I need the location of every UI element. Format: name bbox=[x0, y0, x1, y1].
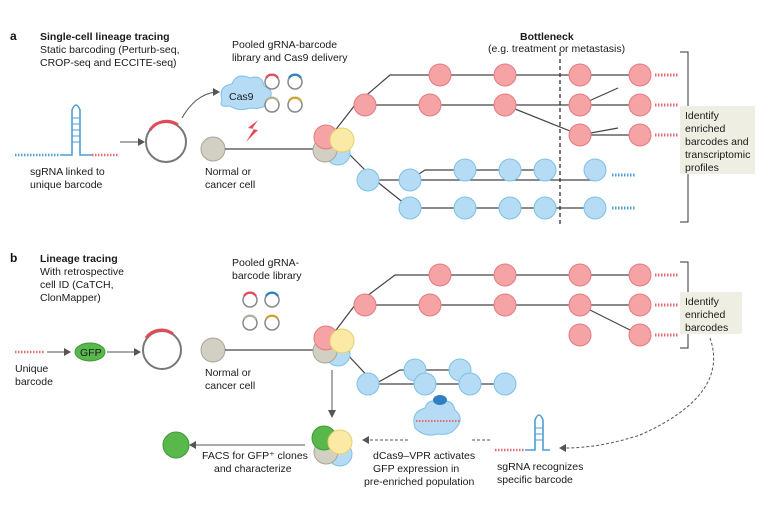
library-label-a-line2: library and Cas9 delivery bbox=[232, 52, 348, 64]
identify-b-line2: enriched bbox=[685, 309, 725, 321]
barcode-b-line2: barcode bbox=[15, 376, 53, 388]
barcode-b-line1: Unique bbox=[15, 363, 48, 375]
sgrna-b-line1: sgRNA recognizes bbox=[497, 461, 583, 473]
facs-line2: and characterize bbox=[214, 463, 292, 475]
panel-b-subtitle-line1: With retrospective bbox=[40, 266, 124, 278]
panel-b-subtitle-line3: ClonMapper) bbox=[40, 292, 101, 304]
plasmid-library-a bbox=[264, 73, 303, 113]
sgrna-label-line2: unique barcode bbox=[30, 179, 103, 191]
panel-a-subtitle-line2: CROP-seq and ECCITE-seq) bbox=[40, 57, 177, 69]
dcas-line1: dCas9–VPR activates bbox=[373, 450, 475, 462]
lineage-tree-a-branches bbox=[329, 74, 640, 209]
start-cell-a-label-line2: cancer cell bbox=[205, 179, 255, 191]
bottleneck-title: Bottleneck bbox=[520, 31, 574, 43]
dashed-arrow-identify-head bbox=[559, 444, 566, 452]
plasmid-library-b bbox=[242, 291, 280, 331]
identify-a-line4: transcriptomic bbox=[685, 149, 750, 161]
dashed-arrow-identify-to-sgrna bbox=[564, 337, 715, 449]
identify-box-b bbox=[680, 292, 742, 334]
gfp-positive-clone bbox=[162, 431, 190, 459]
library-label-a-line1: Pooled gRNA-barcode bbox=[232, 39, 337, 51]
dcas-line2: GFP expression in bbox=[373, 463, 459, 475]
cas9-label: Cas9 bbox=[229, 91, 254, 103]
lineage-tree-a-cells bbox=[312, 63, 652, 220]
sgrna-hairpin-b bbox=[495, 414, 550, 452]
arrow-a2-head bbox=[213, 88, 220, 96]
identify-b-line1: Identify bbox=[685, 296, 720, 308]
dashed-arrow-dcas-head bbox=[362, 436, 369, 444]
library-label-b-line1: Pooled gRNA- bbox=[232, 257, 300, 269]
facs-line1: FACS for GFP⁺ clones bbox=[202, 450, 308, 462]
sgrna-b-line2: specific barcode bbox=[497, 474, 573, 486]
lineage-tree-b-branches bbox=[329, 274, 641, 385]
panel-b-title: Lineage tracing bbox=[40, 253, 118, 265]
arrow-a2 bbox=[181, 91, 216, 119]
start-cell-b-label-line2: cancer cell bbox=[205, 380, 255, 392]
identify-a-line1: Identify bbox=[685, 110, 720, 122]
start-cell-b-label-line1: Normal or bbox=[205, 367, 252, 379]
dcas-line3: pre-enriched population bbox=[364, 476, 474, 488]
panel-a-letter: a bbox=[10, 29, 17, 43]
arrow-tree-to-population-head bbox=[328, 410, 336, 418]
start-cell-a bbox=[200, 136, 226, 162]
lightning-icon bbox=[246, 120, 258, 142]
barcode-readouts-a bbox=[612, 73, 678, 210]
start-cell-a-label-line1: Normal or bbox=[205, 166, 252, 178]
identify-a-line3: barcodes and bbox=[685, 136, 749, 148]
gfp-icon bbox=[74, 342, 106, 362]
plasmid-icon-b bbox=[142, 328, 182, 370]
identify-a-line2: enriched bbox=[685, 123, 725, 135]
panel-b-subtitle-line2: cell ID (CaTCH, bbox=[40, 279, 114, 291]
dcas9-vpr-icon bbox=[413, 395, 461, 436]
identify-a-line5: profiles bbox=[685, 162, 719, 174]
library-label-b-line2: barcode library bbox=[232, 270, 302, 282]
lineage-tree-b-cells bbox=[312, 263, 652, 396]
pre-enriched-population bbox=[311, 425, 353, 467]
gfp-label: GFP bbox=[80, 347, 102, 359]
start-cell-b bbox=[200, 337, 226, 363]
arrow-facs-head bbox=[189, 441, 196, 449]
identify-box-a bbox=[680, 106, 755, 174]
plasmid-icon-a bbox=[145, 119, 187, 163]
barcode-readouts-b bbox=[655, 273, 678, 337]
arrow-b2-head bbox=[134, 348, 141, 356]
panel-a-subtitle-line1: Static barcoding (Perturb-seq, bbox=[40, 44, 179, 56]
panel-a-title: Single-cell lineage tracing bbox=[40, 31, 170, 43]
bottleneck-subtitle: (e.g. treatment or metastasis) bbox=[488, 43, 625, 55]
arrow-b1-head bbox=[64, 348, 71, 356]
arrow-a1-head bbox=[138, 138, 145, 146]
sgrna-barcode-construct-a bbox=[15, 104, 118, 157]
identify-b-line3: barcodes bbox=[685, 322, 728, 334]
panel-b-letter: b bbox=[10, 251, 17, 265]
cas9-cloud-icon bbox=[220, 75, 272, 111]
sgrna-label-line1: sgRNA linked to bbox=[30, 166, 105, 178]
